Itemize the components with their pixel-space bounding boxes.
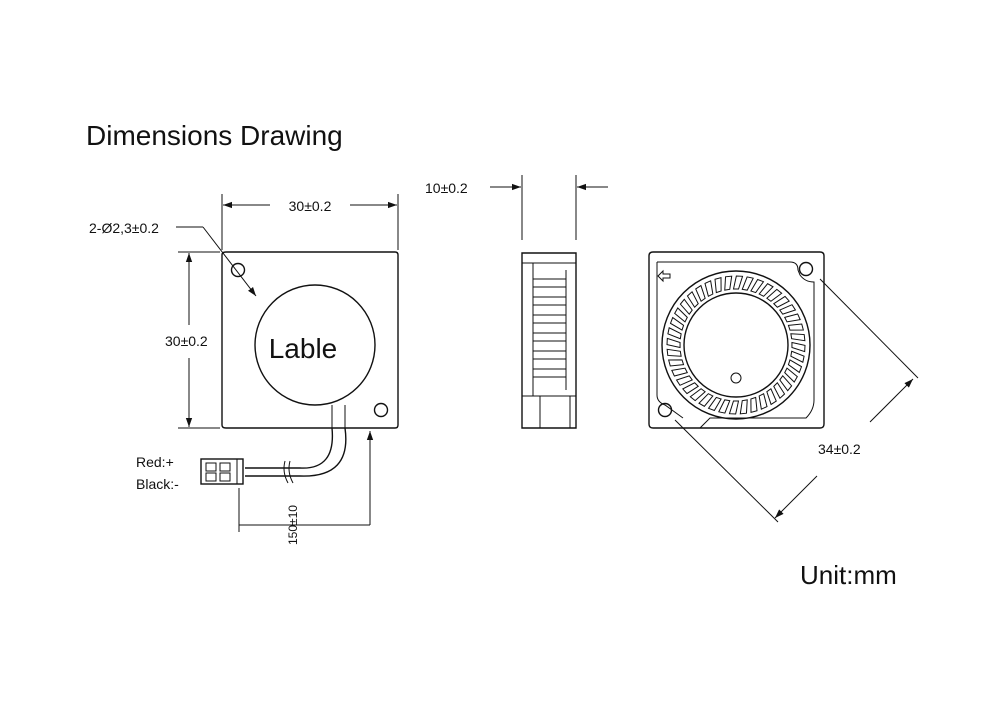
connector-pin-3 bbox=[219, 462, 231, 472]
back-hole-top-right bbox=[798, 261, 814, 277]
label-circle bbox=[254, 284, 376, 406]
cable-exit bbox=[331, 405, 346, 428]
impeller-slot bbox=[739, 399, 748, 415]
impeller-slot bbox=[698, 393, 714, 407]
impeller-slot bbox=[784, 367, 798, 383]
impeller-slot bbox=[728, 400, 740, 415]
diagonal-extension-top bbox=[819, 278, 919, 379]
impeller-slot bbox=[674, 307, 688, 323]
impeller-slot bbox=[790, 333, 806, 342]
hole-dimension-label: 2-Ø2,3±0.2 bbox=[89, 220, 159, 236]
connector-housing bbox=[200, 458, 244, 485]
width-dimension-label: 30±0.2 bbox=[289, 198, 332, 214]
impeller-slot bbox=[686, 290, 699, 309]
impeller-slot bbox=[704, 280, 714, 298]
impeller-blades bbox=[666, 275, 806, 415]
impeller-slot bbox=[790, 350, 805, 363]
impeller-slot bbox=[666, 348, 682, 357]
wire-red-label: Red:+ bbox=[136, 454, 174, 470]
side-view: 10±0.2 bbox=[425, 175, 608, 429]
connector-pin-2 bbox=[205, 472, 217, 482]
impeller-slot bbox=[667, 359, 685, 367]
impeller-slot bbox=[783, 313, 801, 323]
unit-label: Unit:mm bbox=[800, 560, 897, 590]
impeller-slot bbox=[779, 304, 797, 315]
impeller-slot bbox=[758, 283, 774, 297]
back-view: 34±0.2 bbox=[648, 251, 919, 523]
wire-red bbox=[245, 427, 334, 469]
impeller-slot bbox=[695, 284, 706, 302]
impeller-slot bbox=[773, 381, 786, 400]
impeller-slot bbox=[681, 382, 700, 395]
impeller-slot bbox=[669, 316, 685, 331]
impeller-slot bbox=[666, 337, 681, 349]
wire-black bbox=[245, 427, 347, 477]
side-fan-body bbox=[521, 252, 577, 429]
diagonal-extension-bottom bbox=[674, 419, 779, 523]
impeller-slot bbox=[732, 275, 744, 290]
impeller-outer-ring bbox=[661, 270, 811, 420]
thickness-dimension-label: 10±0.2 bbox=[425, 180, 468, 196]
impeller-slot bbox=[714, 276, 722, 294]
connector-pin-4 bbox=[219, 472, 231, 482]
side-fins bbox=[533, 270, 567, 390]
hole-leader-arrow bbox=[202, 226, 257, 297]
impeller-slot bbox=[766, 288, 783, 302]
impeller-slot bbox=[787, 323, 805, 331]
impeller-slot bbox=[750, 278, 765, 294]
impeller-slot bbox=[741, 276, 754, 291]
impeller-slot bbox=[689, 388, 706, 402]
cable-length-label: 150±10 bbox=[286, 505, 300, 545]
back-inner-frame bbox=[656, 261, 815, 429]
connector-pin-1 bbox=[205, 462, 217, 472]
impeller-slot bbox=[766, 388, 777, 406]
impeller-slot bbox=[667, 327, 682, 340]
height-dimension-label: 30±0.2 bbox=[165, 333, 208, 349]
wire-black-label: Black:- bbox=[136, 476, 179, 492]
impeller-slot bbox=[779, 375, 793, 392]
diagonal-arrow-bottom bbox=[774, 475, 818, 519]
label-text: Lable bbox=[269, 333, 338, 364]
back-hole-bottom-left bbox=[657, 402, 673, 418]
diagonal-arrow-top bbox=[869, 378, 914, 423]
impeller-inner-ring bbox=[683, 292, 789, 398]
mounting-hole-top-left bbox=[230, 262, 246, 278]
drawing-title: Dimensions Drawing bbox=[86, 120, 343, 151]
impeller-slot bbox=[750, 396, 758, 414]
front-view: Lable 2-Ø2,3±0.2 30±0.2 30±0.2 Red:+ Bla… bbox=[89, 194, 399, 545]
impeller-slot bbox=[671, 367, 689, 377]
impeller-slot bbox=[758, 392, 768, 410]
impeller-slot bbox=[791, 341, 806, 353]
impeller-slot bbox=[787, 359, 803, 374]
impeller-slot bbox=[718, 399, 731, 414]
impeller-slot bbox=[724, 275, 733, 291]
impeller-slot bbox=[679, 298, 693, 315]
impeller-slot bbox=[772, 295, 791, 308]
arrow-icon bbox=[657, 269, 671, 283]
mounting-hole-bottom-right bbox=[373, 402, 389, 418]
impeller-slot bbox=[675, 375, 693, 386]
wire-break-mark bbox=[283, 460, 294, 484]
hub-hole bbox=[730, 372, 742, 384]
impeller-slot bbox=[707, 396, 722, 412]
diagonal-dimension-label: 34±0.2 bbox=[818, 441, 861, 457]
front-fan-body bbox=[221, 251, 399, 429]
back-fan-body bbox=[648, 251, 825, 429]
